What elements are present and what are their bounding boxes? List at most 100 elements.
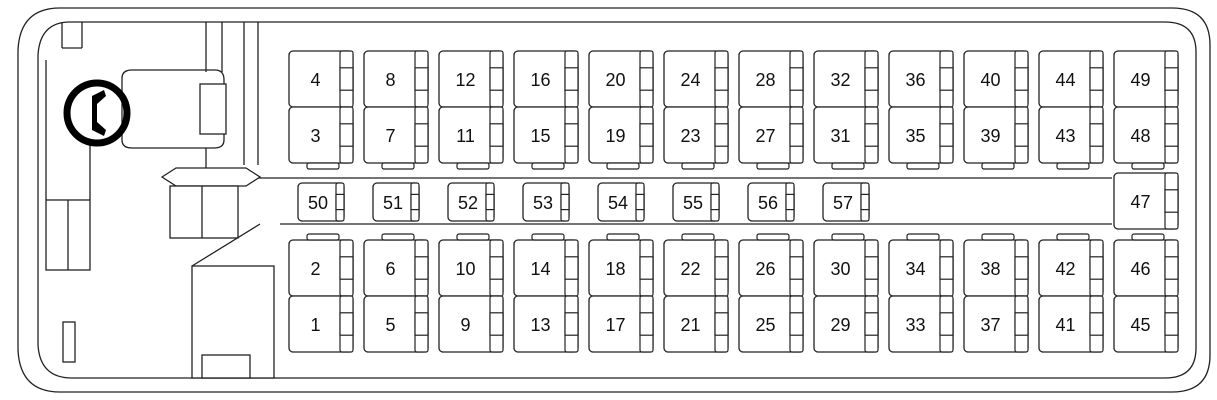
seat-armrest xyxy=(864,312,879,336)
seat-45[interactable]: 45 xyxy=(1113,295,1179,353)
seat-number: 45 xyxy=(1130,315,1150,335)
seat-35[interactable]: 35 xyxy=(888,106,954,170)
seat-43[interactable]: 43 xyxy=(1038,106,1104,170)
seat-armrest xyxy=(414,67,429,91)
seat-number: 35 xyxy=(905,126,925,146)
seat-47[interactable]: 47 xyxy=(1113,172,1179,230)
seat-5[interactable]: 5 xyxy=(363,295,429,353)
seat-armrest xyxy=(860,193,870,211)
seat-armrest xyxy=(714,312,729,336)
seat-armrest xyxy=(710,193,720,211)
seat-number: 26 xyxy=(755,259,775,279)
seat-12[interactable]: 12 xyxy=(438,50,504,108)
seat-footrest xyxy=(381,233,415,241)
seat-8[interactable]: 8 xyxy=(363,50,429,108)
seat-7[interactable]: 7 xyxy=(363,106,429,170)
seat-number: 32 xyxy=(830,70,850,90)
seat-number: 33 xyxy=(905,315,925,335)
seat-number: 42 xyxy=(1055,259,1075,279)
seat-13[interactable]: 13 xyxy=(513,295,579,353)
seat-armrest xyxy=(489,67,504,91)
seat-18[interactable]: 18 xyxy=(588,233,654,297)
seat-49[interactable]: 49 xyxy=(1113,50,1179,108)
seat-armrest xyxy=(789,312,804,336)
seat-56[interactable]: 56 xyxy=(747,182,795,222)
seat-number: 13 xyxy=(530,315,550,335)
seat-armrest xyxy=(1014,123,1029,147)
seat-6[interactable]: 6 xyxy=(363,233,429,297)
seat-23[interactable]: 23 xyxy=(663,106,729,170)
seat-15[interactable]: 15 xyxy=(513,106,579,170)
seat-20[interactable]: 20 xyxy=(588,50,654,108)
seat-52[interactable]: 52 xyxy=(447,182,495,222)
seat-number: 17 xyxy=(605,315,625,335)
seat-number: 27 xyxy=(755,126,775,146)
seat-46[interactable]: 46 xyxy=(1113,233,1179,297)
seat-10[interactable]: 10 xyxy=(438,233,504,297)
seat-41[interactable]: 41 xyxy=(1038,295,1104,353)
seat-54[interactable]: 54 xyxy=(597,182,645,222)
seat-37[interactable]: 37 xyxy=(963,295,1029,353)
seat-30[interactable]: 30 xyxy=(813,233,879,297)
seat-28[interactable]: 28 xyxy=(738,50,804,108)
seat-21[interactable]: 21 xyxy=(663,295,729,353)
seat-14[interactable]: 14 xyxy=(513,233,579,297)
seat-36[interactable]: 36 xyxy=(888,50,954,108)
seat-31[interactable]: 31 xyxy=(813,106,879,170)
seat-footrest xyxy=(831,233,865,241)
seat-armrest xyxy=(489,123,504,147)
seat-27[interactable]: 27 xyxy=(738,106,804,170)
seat-armrest xyxy=(485,193,495,211)
seat-armrest xyxy=(864,123,879,147)
seat-40[interactable]: 40 xyxy=(963,50,1029,108)
seat-number: 36 xyxy=(905,70,925,90)
seats: 4321876512111091615141320191817242322212… xyxy=(288,50,1179,353)
seat-25[interactable]: 25 xyxy=(738,295,804,353)
seat-53[interactable]: 53 xyxy=(522,182,570,222)
seat-armrest xyxy=(1014,67,1029,91)
seat-1[interactable]: 1 xyxy=(288,295,354,353)
seat-number: 31 xyxy=(830,126,850,146)
seat-armrest xyxy=(414,123,429,147)
steering-wheel-icon xyxy=(63,79,131,147)
seat-57[interactable]: 57 xyxy=(822,182,870,222)
seat-4[interactable]: 4 xyxy=(288,50,354,108)
seat-3[interactable]: 3 xyxy=(288,106,354,170)
seat-48[interactable]: 48 xyxy=(1113,106,1179,170)
seat-footrest xyxy=(306,162,340,170)
seat-number: 43 xyxy=(1055,126,1075,146)
seat-39[interactable]: 39 xyxy=(963,106,1029,170)
seat-number: 25 xyxy=(755,315,775,335)
seat-19[interactable]: 19 xyxy=(588,106,654,170)
seat-34[interactable]: 34 xyxy=(888,233,954,297)
seat-2[interactable]: 2 xyxy=(288,233,354,297)
seat-38[interactable]: 38 xyxy=(963,233,1029,297)
seat-armrest xyxy=(1164,123,1179,147)
seat-42[interactable]: 42 xyxy=(1038,233,1104,297)
seat-17[interactable]: 17 xyxy=(588,295,654,353)
seat-number: 6 xyxy=(385,259,395,279)
seat-16[interactable]: 16 xyxy=(513,50,579,108)
seat-number: 28 xyxy=(755,70,775,90)
seat-51[interactable]: 51 xyxy=(372,182,420,222)
seat-55[interactable]: 55 xyxy=(672,182,720,222)
seat-number: 40 xyxy=(980,70,1000,90)
seat-24[interactable]: 24 xyxy=(663,50,729,108)
seat-number: 21 xyxy=(680,315,700,335)
seat-armrest xyxy=(560,193,570,211)
seat-footrest xyxy=(1131,162,1165,170)
seat-33[interactable]: 33 xyxy=(888,295,954,353)
seat-armrest xyxy=(639,67,654,91)
seat-26[interactable]: 26 xyxy=(738,233,804,297)
seat-32[interactable]: 32 xyxy=(813,50,879,108)
seat-number: 52 xyxy=(458,193,478,213)
seat-44[interactable]: 44 xyxy=(1038,50,1104,108)
seat-50[interactable]: 50 xyxy=(297,182,345,222)
seat-number: 16 xyxy=(530,70,550,90)
seat-11[interactable]: 11 xyxy=(438,106,504,170)
seat-armrest xyxy=(1089,256,1104,280)
seat-22[interactable]: 22 xyxy=(663,233,729,297)
seat-armrest xyxy=(1089,123,1104,147)
seat-9[interactable]: 9 xyxy=(438,295,504,353)
seat-29[interactable]: 29 xyxy=(813,295,879,353)
